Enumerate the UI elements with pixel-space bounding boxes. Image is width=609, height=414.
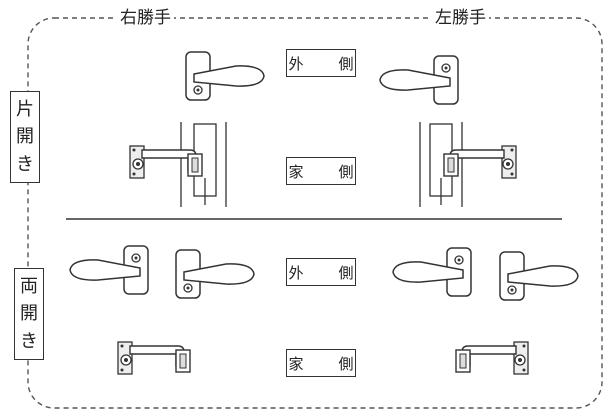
latch-lock-icon [129, 145, 203, 179]
left-hand-label: 左勝手 [432, 8, 489, 28]
lever-handle-icon [175, 249, 255, 299]
lever-handle-icon [379, 55, 459, 105]
outer-frame [27, 17, 603, 409]
latch-lock-icon [455, 341, 529, 375]
lever-handle-icon [392, 247, 472, 297]
double-inside-label: 家 側 [286, 349, 356, 377]
lever-handle-icon [185, 51, 265, 101]
latch-lock-icon [443, 145, 517, 179]
single-inside-label: 家 側 [286, 157, 356, 185]
right-hand-label: 右勝手 [117, 8, 174, 28]
single-outside-label: 外 側 [286, 49, 356, 77]
double-door-label: 両 開 き [14, 268, 44, 360]
latch-lock-icon [117, 341, 191, 375]
lever-handle-icon [69, 245, 149, 295]
single-door-label: 片 開 き [10, 91, 40, 183]
lever-handle-icon [499, 251, 579, 301]
double-outside-label: 外 側 [286, 258, 356, 286]
door-frame-left-hand [419, 122, 463, 207]
